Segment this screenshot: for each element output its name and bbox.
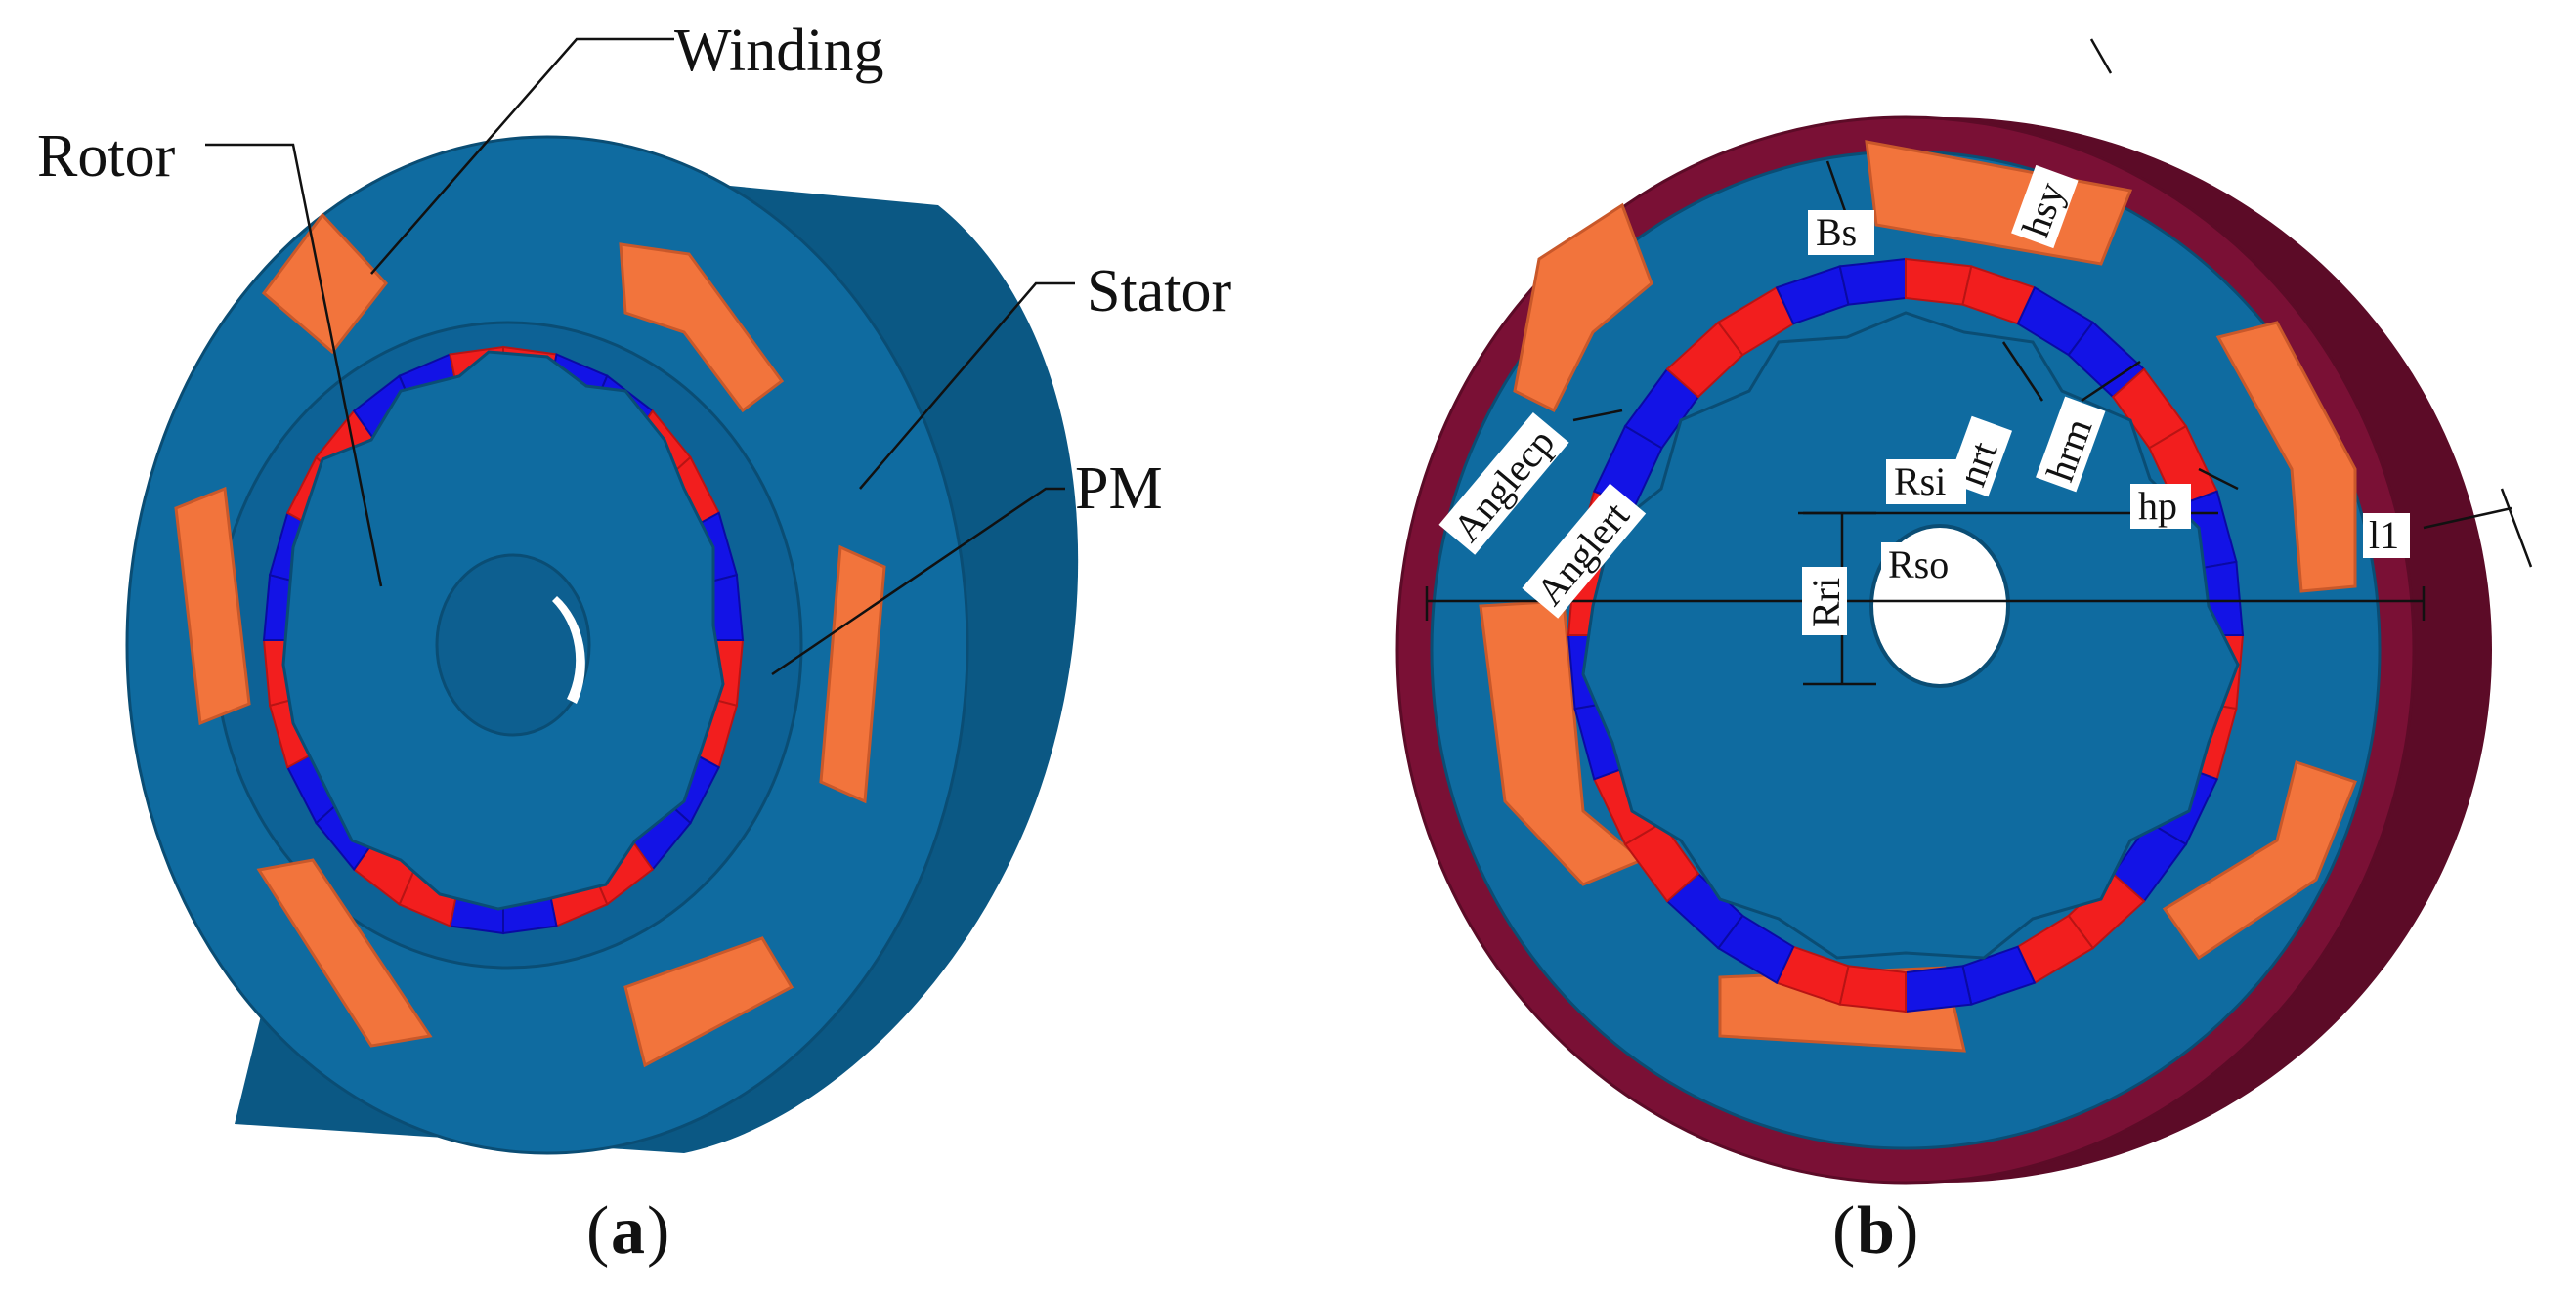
dim-label-rso: Rso bbox=[1888, 542, 1949, 586]
dim-anglecp-line bbox=[1572, 409, 1623, 422]
box-bs bbox=[1808, 210, 1874, 255]
pm-segment-red bbox=[1905, 257, 1973, 306]
leader-stator bbox=[859, 281, 1075, 490]
winding-block bbox=[2215, 321, 2357, 593]
dim-label-l1: l1 bbox=[2369, 513, 2399, 557]
dim-hp-line bbox=[2198, 467, 2239, 491]
caption-a-letter: a bbox=[611, 1193, 645, 1269]
label-pm: PM bbox=[1075, 455, 1163, 522]
box-rri bbox=[1802, 567, 1847, 635]
pm-segment-red bbox=[1838, 965, 1907, 1013]
box-hp bbox=[2130, 484, 2191, 529]
winding-block bbox=[256, 858, 433, 1048]
pm-segment-blue bbox=[1838, 257, 1907, 306]
box-anglert bbox=[1522, 483, 1647, 619]
dim-label-rri: Rri bbox=[1804, 578, 1848, 627]
box-hrm bbox=[2036, 396, 2106, 493]
label-rotor: Rotor bbox=[37, 123, 176, 190]
caption-a-open: ( bbox=[586, 1193, 609, 1269]
shaft-hole-inner bbox=[552, 596, 585, 704]
winding-block bbox=[619, 242, 785, 413]
shaft-hole bbox=[435, 553, 591, 737]
winding-block bbox=[261, 212, 388, 355]
box-rso bbox=[1881, 542, 1965, 587]
label-winding: Winding bbox=[674, 18, 884, 84]
winding-block bbox=[174, 486, 251, 726]
dim-label-rsi: Rsi bbox=[1894, 459, 1946, 503]
panel-b-front-view: Bs hsy hrt hrm Rsi hp Anglecp bbox=[1395, 38, 2533, 1269]
winding-block bbox=[623, 936, 794, 1068]
winding-block bbox=[1513, 202, 1653, 413]
box-l1 bbox=[2363, 513, 2410, 558]
leader-winding bbox=[370, 37, 674, 275]
dim-hsy-line bbox=[2089, 38, 2113, 74]
dim-l1-line bbox=[2423, 506, 2512, 530]
winding-block bbox=[819, 544, 886, 804]
dim-rri-group: Rri bbox=[1802, 567, 1848, 635]
label-stator: Stator bbox=[1087, 258, 1231, 324]
caption-a-close: ) bbox=[647, 1193, 669, 1269]
leader-rotor bbox=[205, 143, 383, 587]
winding-block bbox=[2162, 760, 2357, 961]
leader-lines-a bbox=[205, 37, 1075, 676]
dim-hrm-line bbox=[2081, 360, 2141, 403]
box-rsi bbox=[1886, 459, 1966, 504]
dim-l1-right bbox=[2500, 488, 2533, 568]
caption-b-letter: b bbox=[1857, 1193, 1895, 1269]
dim-label-hp: hp bbox=[2138, 484, 2177, 528]
pm-segment-blue bbox=[1905, 965, 1973, 1013]
box-hsy bbox=[2011, 164, 2079, 249]
panel-a-isometric-view: Winding Rotor Stator PM ( a ) bbox=[37, 18, 1231, 1269]
caption-b-close: ) bbox=[1896, 1193, 1918, 1269]
dim-hrt-line bbox=[2001, 341, 2044, 402]
caption-b-open: ( bbox=[1832, 1193, 1855, 1269]
box-anglecp bbox=[1438, 411, 1569, 555]
rotor-a bbox=[281, 350, 725, 911]
windings-a bbox=[174, 212, 886, 1068]
leader-pm bbox=[771, 487, 1065, 676]
dim-label-bs: Bs bbox=[1816, 210, 1857, 254]
